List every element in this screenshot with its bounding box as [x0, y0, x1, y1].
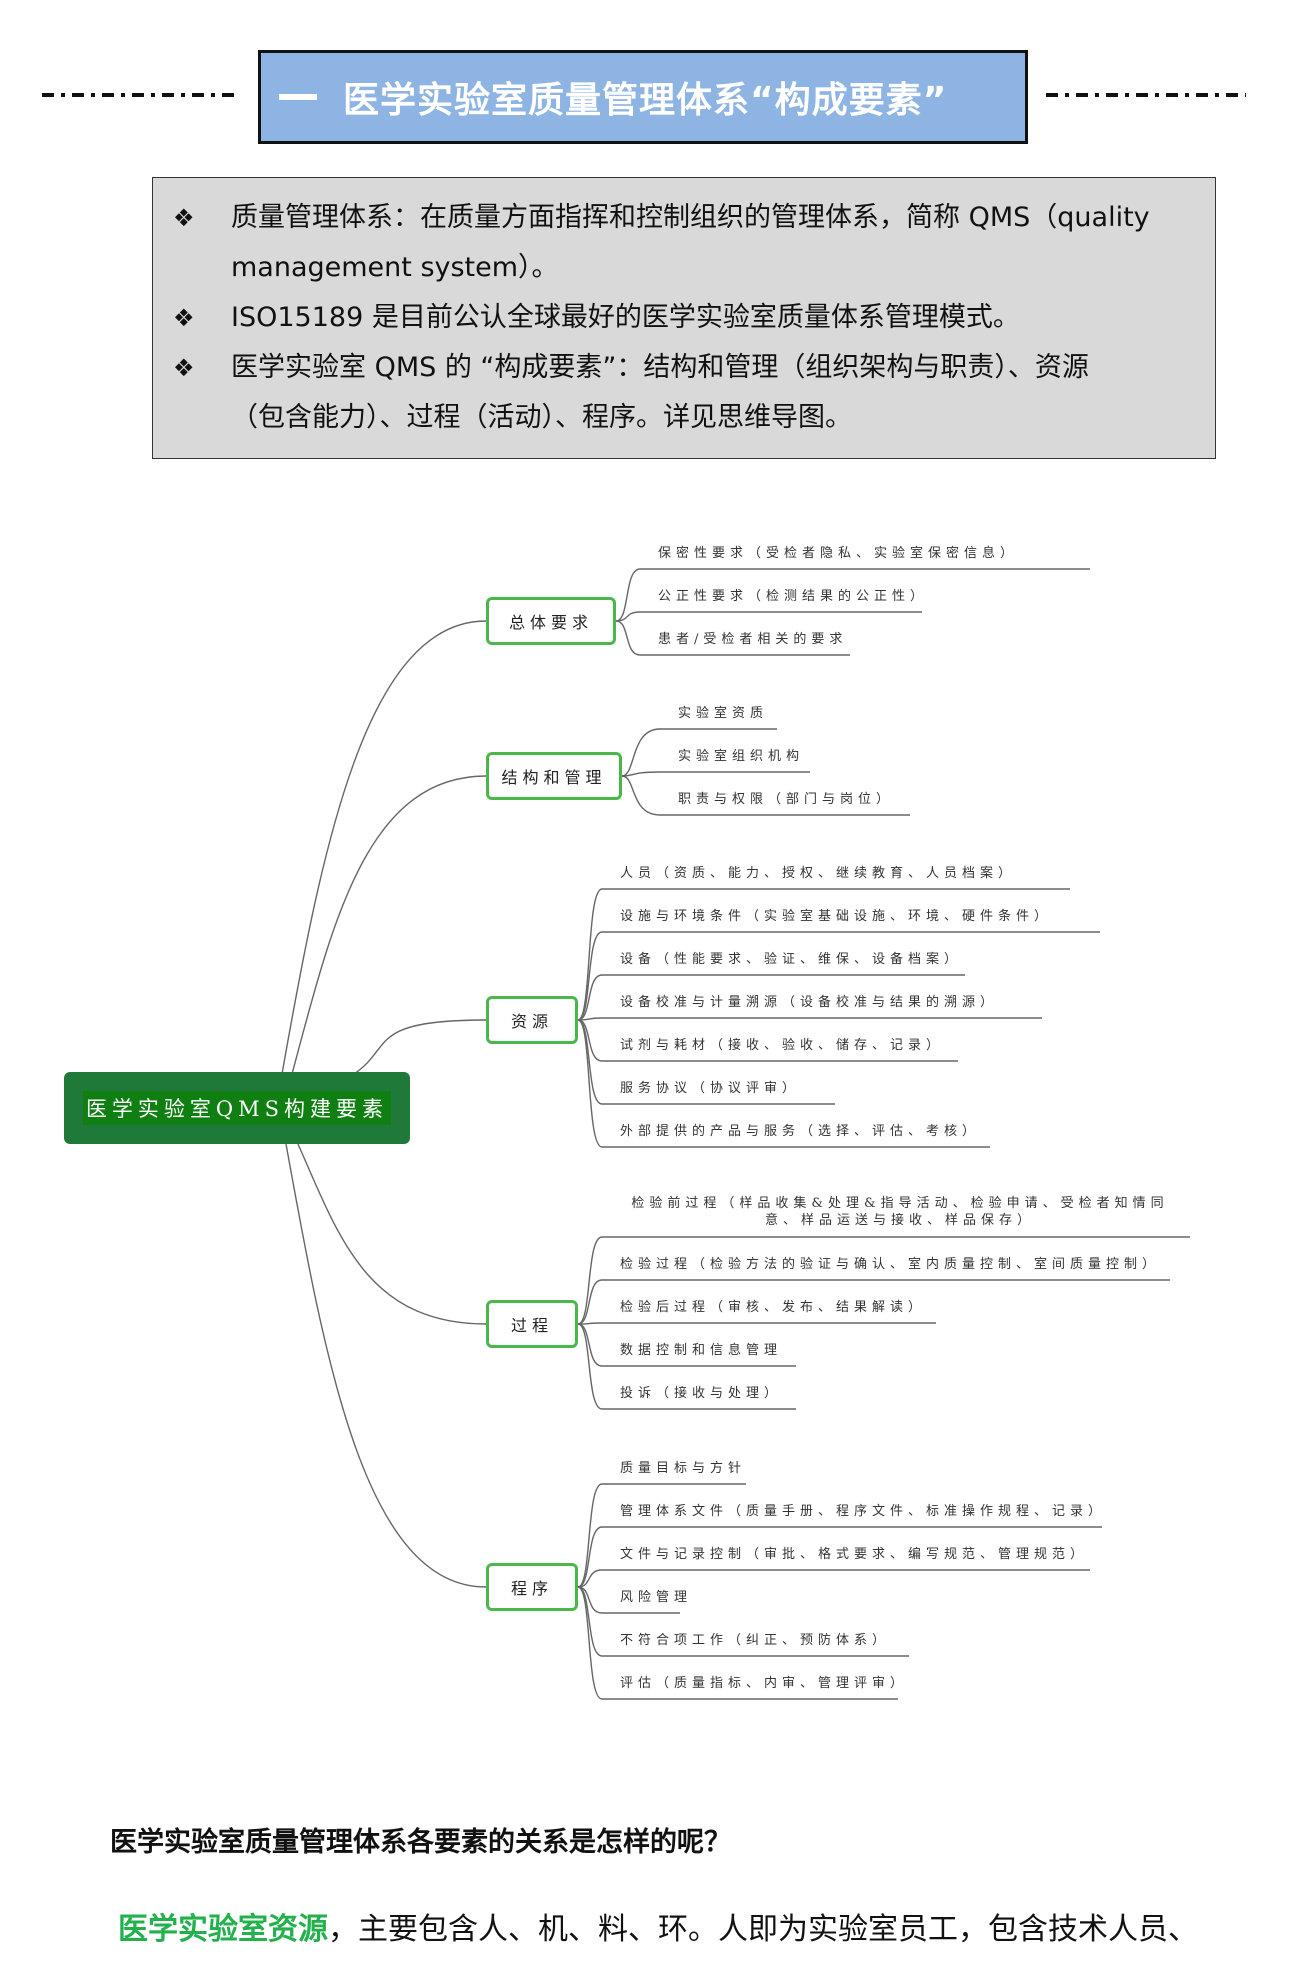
mind-map-leaf-node: 检验后过程（审核、发布、结果解读）	[620, 1300, 927, 1315]
body-paragraph: 医学实验室资源，主要包含人、机、料、环。人即为实验室员工，包含技术人员、	[118, 1904, 1198, 1948]
highlighted-term: 医学实验室资源	[118, 1912, 328, 1947]
mind-map-leaf-node: 外部提供的产品与服务（选择、评估、考核）	[620, 1124, 981, 1139]
decorative-dash-line-left	[42, 93, 240, 97]
branch-node-label: 结构和管理	[501, 768, 607, 787]
diamond-bullet-icon: ❖	[173, 354, 195, 382]
mind-map-leaf-node: 试剂与耗材（接收、验收、储存、记录）	[620, 1038, 945, 1053]
branch-node-label: 过程	[510, 1316, 553, 1335]
root-node-label: 医学实验室QMS构建要素	[82, 1091, 392, 1125]
bullet-text-line: 医学实验室 QMS 的 “构成要素”：结构和管理（组织架构与职责）、资源	[231, 352, 1089, 383]
bullet-text-line: ISO15189 是目前公认全球最好的医学实验室质量体系管理模式。	[231, 302, 1020, 333]
mind-map-leaf-node: 风险管理	[620, 1590, 693, 1605]
mind-map-leaf-node: 职责与权限（部门与岗位）	[678, 792, 895, 807]
mind-map: 医学实验室QMS构建要素 总体要求 保密性要求（受检者隐私、实验室保密信息） 公正性…	[60, 500, 1240, 1740]
mind-map-root-node: 医学实验室QMS构建要素	[64, 1072, 410, 1144]
branch-node-label: 资源	[510, 1012, 553, 1031]
section-title: 医学实验室质量管理体系“构成要素”	[343, 80, 948, 121]
mind-map-leaf-node: 设备（性能要求、验证、维保、设备档案）	[620, 952, 963, 967]
mind-map-leaf-node: 检验前过程（样品收集&处理&指导活动、检验申请、受检者知情同意、样品运送与接收、…	[631, 1196, 1169, 1228]
mind-map-leaf-node: 人员（资质、能力、授权、继续教育、人员档案）	[620, 866, 1017, 881]
bullet-text-line: （包含能力）、过程（活动）、程序。详见思维导图。	[231, 402, 852, 433]
bullet-item: ❖ 质量管理体系：在质量方面指挥和控制组织的管理体系，简称 QMS（qualit…	[153, 193, 1215, 293]
paragraph-text: ，主要包含人、机、料、环。人即为实验室员工，包含技术人员、	[328, 1912, 1198, 1947]
bullet-item: ❖ ISO15189 是目前公认全球最好的医学实验室质量体系管理模式。	[153, 293, 1215, 343]
mind-map-leaf-node: 设备校准与计量溯源（设备校准与结果的溯源）	[620, 995, 999, 1010]
mind-map-connectors	[281, 568, 1190, 1700]
mind-map-leaf-node: 质量目标与方针	[620, 1461, 747, 1476]
diamond-bullet-icon: ❖	[173, 304, 195, 332]
mind-map-leaf-node: 设施与环境条件（实验室基础设施、环境、硬件条件）	[620, 909, 1053, 924]
section-title-banner: 医学实验室质量管理体系“构成要素”	[258, 50, 1028, 144]
mind-map-branch-node: 结构和管理	[486, 752, 622, 800]
bullet-text-line: 质量管理体系：在质量方面指挥和控制组织的管理体系，简称 QMS（quality	[231, 202, 1150, 233]
mind-map-branch-node: 过程	[486, 1300, 578, 1348]
mind-map-branch-node: 资源	[486, 996, 578, 1044]
diamond-bullet-icon: ❖	[173, 204, 195, 232]
mind-map-leaf-node: 公正性要求（检测结果的公正性）	[658, 589, 929, 604]
branch-node-label: 总体要求	[508, 613, 593, 632]
mind-map-leaf-node: 实验室组织机构	[678, 749, 805, 764]
mind-map-leaf-node: 实验室资质	[678, 706, 769, 721]
mind-map-leaf-node: 保密性要求（受检者隐私、实验室保密信息）	[658, 546, 1019, 561]
mind-map-leaf-node: 文件与记录控制（审批、格式要求、编写规范、管理规范）	[620, 1547, 1089, 1562]
mind-map-leaf-node: 数据控制和信息管理	[620, 1343, 783, 1358]
mind-map-branch-node: 程序	[486, 1563, 578, 1611]
mind-map-leaf-node: 检验过程（检验方法的验证与确认、室内质量控制、室间质量控制）	[620, 1257, 1161, 1272]
branch-node-label: 程序	[510, 1579, 553, 1598]
mind-map-leaf-node: 投诉（接收与处理）	[620, 1386, 783, 1401]
mind-map-leaf-node: 评估（质量指标、内审、管理评审）	[620, 1676, 909, 1691]
definition-box: ❖ 质量管理体系：在质量方面指挥和控制组织的管理体系，简称 QMS（qualit…	[152, 177, 1216, 459]
section-number-dash	[279, 94, 317, 100]
mind-map-branch-node: 总体要求	[486, 597, 616, 645]
decorative-dash-line-right	[1046, 93, 1246, 97]
section-question: 医学实验室质量管理体系各要素的关系是怎样的呢？	[110, 1827, 731, 1858]
mind-map-leaf-node: 服务协议（协议评审）	[620, 1081, 801, 1096]
mind-map-leaf-node: 管理体系文件（质量手册、程序文件、标准操作规程、记录）	[620, 1504, 1107, 1519]
bullet-item: ❖ 医学实验室 QMS 的 “构成要素”：结构和管理（组织架构与职责）、资源 （…	[153, 343, 1215, 443]
mind-map-leaf-node: 患者/受检者相关的要求	[658, 632, 848, 647]
mind-map-leaf-node: 不符合项工作（纠正、预防体系）	[620, 1633, 891, 1648]
bullet-text-line: management system）。	[231, 252, 559, 283]
